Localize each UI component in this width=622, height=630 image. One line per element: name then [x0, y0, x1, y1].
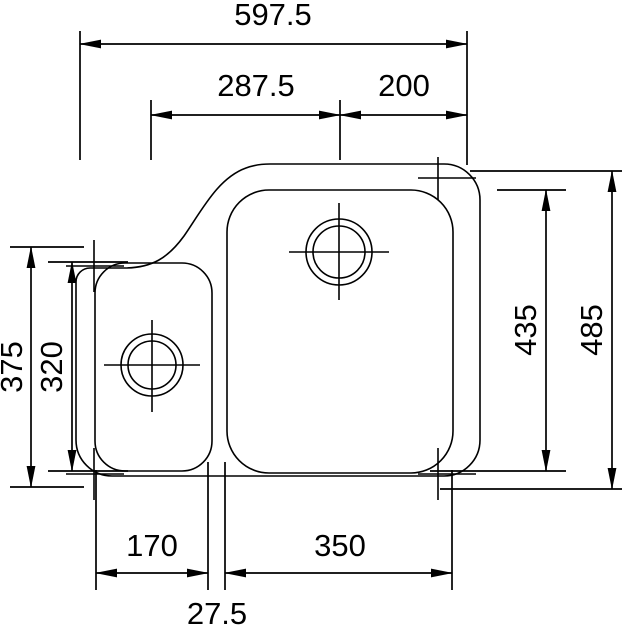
dim-label-170: 170 — [126, 528, 178, 563]
dim-label-597-5: 597.5 — [234, 0, 312, 32]
small-bowl-outline — [94, 262, 213, 472]
contour-centerline-marks — [66, 157, 476, 500]
dimension-overall-height: 485 — [440, 170, 622, 490]
dim-label-27-5: 27.5 — [187, 596, 247, 630]
dimension-small-bowl-outer-height: 375 — [0, 246, 84, 488]
dim-label-375: 375 — [0, 341, 29, 393]
dim-label-485: 485 — [574, 304, 609, 356]
sink-outer-contour — [75, 163, 481, 477]
dimension-right-segment: 200 — [339, 68, 468, 120]
dimension-small-bowl-inner-height: 320 — [34, 261, 128, 472]
dim-label-200: 200 — [378, 68, 430, 103]
large-bowl-drain — [289, 203, 389, 300]
small-bowl-drain — [104, 320, 200, 412]
dim-label-287-5: 287.5 — [217, 68, 295, 103]
dim-label-320: 320 — [34, 341, 69, 393]
dim-label-350: 350 — [314, 528, 366, 563]
dimension-large-bowl-inner-height: 435 — [430, 189, 566, 472]
dimension-small-bowl-width: 170 — [95, 462, 209, 590]
dimension-left-segment: 287.5 — [150, 68, 341, 160]
large-bowl-outline — [226, 189, 454, 474]
dim-label-435: 435 — [508, 304, 543, 356]
dimension-large-bowl-width: 350 — [224, 470, 453, 590]
dimension-overall-width: 597.5 — [79, 0, 468, 165]
dimension-divider-width: 27.5 — [187, 462, 247, 630]
